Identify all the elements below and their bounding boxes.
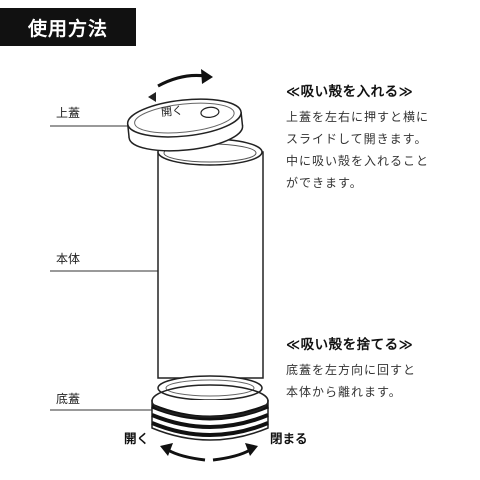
insert-line-2: スライドして開きます。 xyxy=(286,132,428,146)
bottom-cap xyxy=(151,375,269,441)
label-lid-bottom: 底蓋 xyxy=(56,392,81,406)
insert-line-3: 中に吸い殻を入れること xyxy=(286,154,430,168)
dispose-heading: ≪吸い殻を捨てる≫ xyxy=(286,337,414,353)
rotate-arrow-top xyxy=(157,74,206,88)
page-title: 使用方法 xyxy=(0,8,136,46)
rotate-arrowhead-close xyxy=(245,443,258,456)
label-body: 本体 xyxy=(56,252,81,266)
rotate-arrow-close xyxy=(212,448,251,462)
rotate-arrowhead-open xyxy=(160,443,173,456)
body-cylinder xyxy=(157,151,264,379)
rotate-arrowhead-top xyxy=(201,69,213,84)
dispose-line-1: 底蓋を左方向に回すと xyxy=(286,363,417,377)
rotate-arrow-open xyxy=(167,448,206,462)
top-lid xyxy=(126,98,244,152)
label-lid-top: 上蓋 xyxy=(56,106,81,120)
dispose-line-2: 本体から離れます。 xyxy=(286,385,402,399)
insert-heading: ≪吸い殻を入れる≫ xyxy=(286,84,414,100)
lid-arrow-mark xyxy=(148,92,156,102)
lid-open-marking: 開く xyxy=(160,103,184,120)
insert-line-1: 上蓋を左右に押すと横に xyxy=(286,110,430,124)
bottom-close-label: 閉まる xyxy=(270,431,308,446)
insert-line-4: ができます。 xyxy=(286,176,363,190)
lid-hole xyxy=(200,106,220,118)
bottom-open-label: 開く xyxy=(124,431,150,446)
